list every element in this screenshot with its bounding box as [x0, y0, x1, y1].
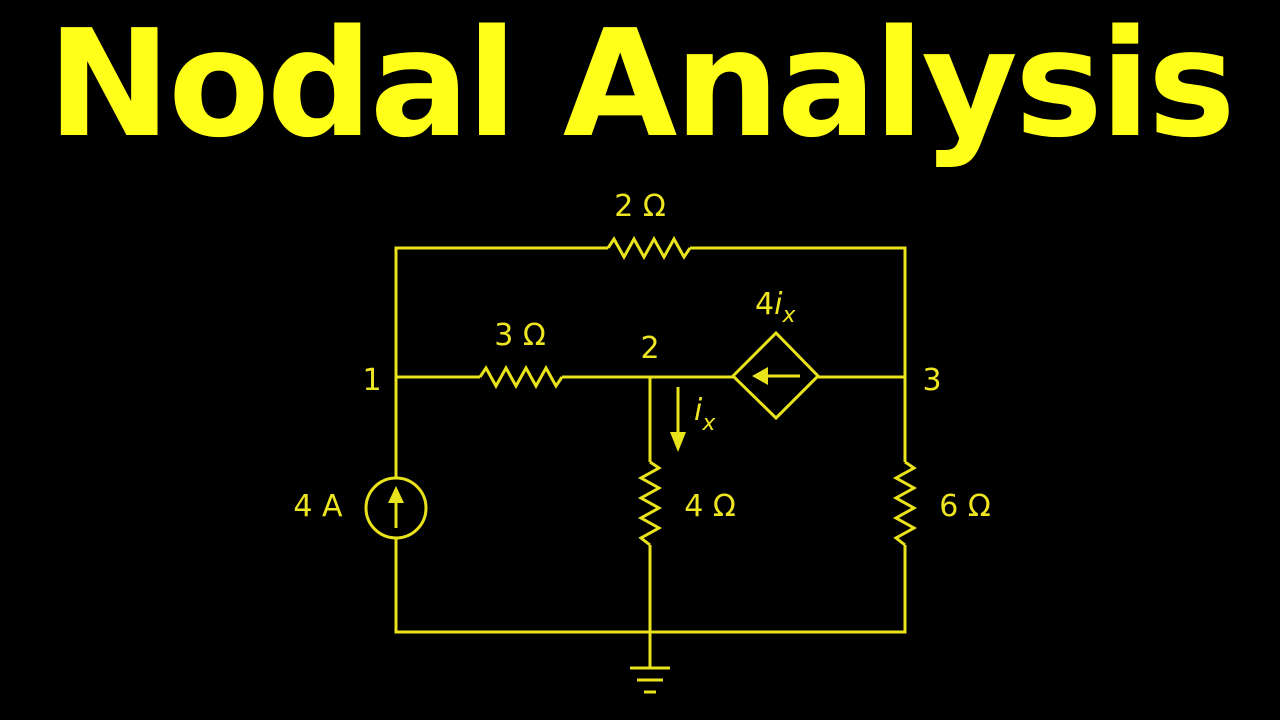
resistor-3ohm [478, 364, 564, 390]
node-3-label: 3 [922, 363, 941, 398]
resistor-6ohm [892, 460, 918, 547]
dependent-current-source [730, 330, 821, 421]
bottom-wire [394, 377, 907, 634]
label-r-3g: 6 Ω [939, 489, 991, 524]
label-dependent-source: 4ix [755, 287, 796, 328]
label-current-source: 4 A [293, 489, 343, 524]
label-ix: ix [694, 393, 716, 436]
top-wire [394, 246, 907, 462]
node-2-label: 2 [640, 331, 659, 366]
ix-arrow-head [670, 432, 686, 452]
node-1-label: 1 [362, 363, 381, 398]
resistor-4ohm [637, 460, 663, 547]
label-r-12: 3 Ω [494, 318, 546, 353]
dependent-arrow-head [752, 367, 768, 385]
label-r-top: 2 Ω [614, 189, 666, 224]
current-source-4a [364, 476, 428, 540]
current-source-arrow-head [388, 486, 404, 503]
page-title: Nodal Analysis [47, 0, 1236, 170]
ground-icon [630, 666, 670, 694]
label-r-2g: 4 Ω [684, 489, 736, 524]
resistor-2ohm [606, 235, 692, 261]
